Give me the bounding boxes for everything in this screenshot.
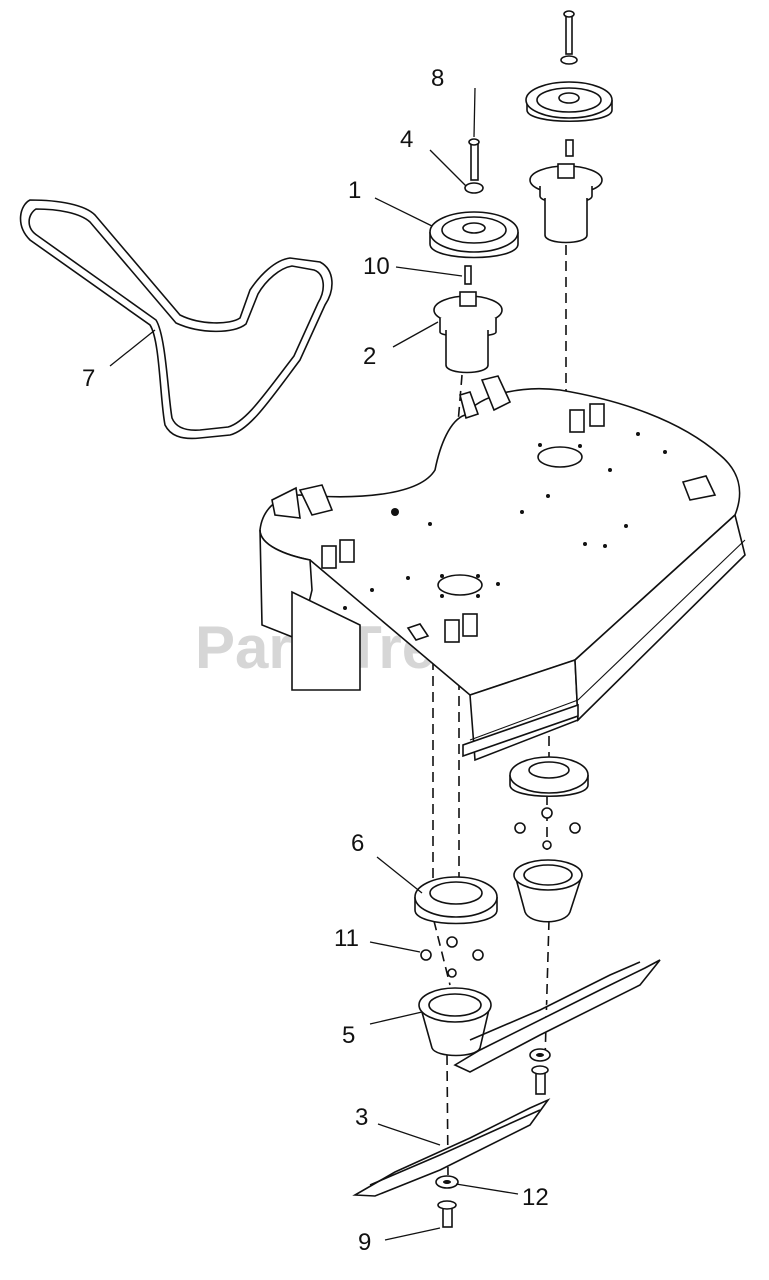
callout-6: 6 <box>351 830 364 857</box>
drive-belt <box>19 199 333 440</box>
callout-10: 10 <box>363 253 390 280</box>
callout-2: 2 <box>363 343 376 370</box>
left-blade <box>352 1098 551 1228</box>
callout-4: 4 <box>400 126 413 153</box>
callout-7: 7 <box>82 365 95 392</box>
right-spindle-top-assembly <box>525 10 613 244</box>
callout-12: 12 <box>522 1184 549 1211</box>
left-bearing-housing <box>414 876 498 1057</box>
left-spindle-top-assembly <box>429 138 519 374</box>
right-bearing-housing <box>509 756 589 923</box>
callout-11: 11 <box>334 925 359 952</box>
callout-8: 8 <box>431 65 444 92</box>
callout-5: 5 <box>342 1022 355 1049</box>
mower-deck <box>259 375 746 762</box>
callout-leaders <box>109 87 519 1241</box>
callout-9: 9 <box>358 1229 371 1256</box>
callout-3: 3 <box>355 1104 368 1131</box>
callout-1: 1 <box>348 177 361 204</box>
right-blade <box>453 959 661 1095</box>
